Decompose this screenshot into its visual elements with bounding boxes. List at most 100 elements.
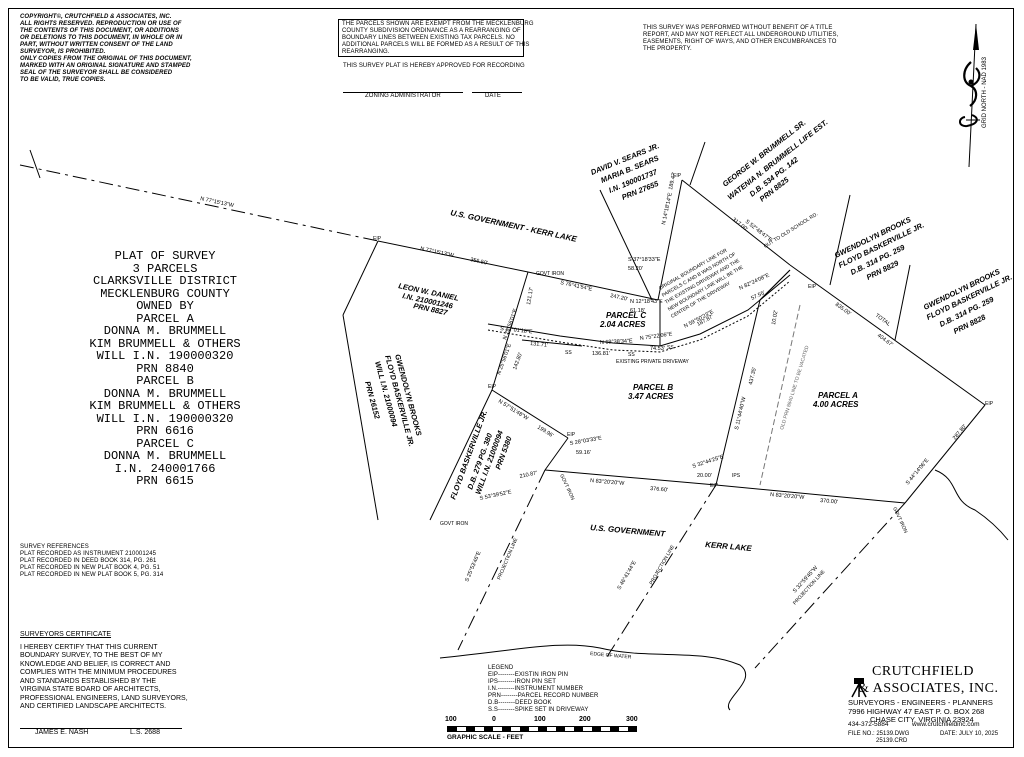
certificate-line: AND STANDARDS ESTABLISHED BY THE bbox=[20, 677, 157, 685]
file-numbers: FILE NO.: 25139.DWG 25139.CRD bbox=[848, 731, 909, 744]
distance-label: 59.16' bbox=[576, 450, 591, 456]
plat-title-line: DONNA M. BRUMMELL bbox=[103, 324, 227, 338]
survey-reference-item: PLAT RECORDED IN NEW PLAT BOOK 5, PG. 31… bbox=[20, 572, 164, 578]
parcel-a-area: 4.00 ACRES bbox=[812, 400, 859, 409]
distance-label: 247.20' bbox=[610, 293, 629, 303]
date-label: DATE: bbox=[940, 731, 958, 737]
firm-name: CRUTCHFIELD bbox=[872, 664, 974, 680]
plat-title-line: KIM BRUMMELL & OTHERS bbox=[89, 399, 241, 413]
plat-title-line: 3 PARCELS bbox=[132, 261, 198, 276]
old-line-label: OLD PRN 8840 LINE TO BE VACATED bbox=[779, 345, 810, 431]
exempt-note-line: REARRANGING. bbox=[342, 49, 390, 55]
bearing-label: N 77°15'13"W bbox=[420, 246, 456, 259]
north-arrow-icon bbox=[958, 22, 998, 172]
projection-line-label: PROJECTION LINE bbox=[649, 544, 677, 586]
bearing-label: N 75°22'06"E bbox=[639, 331, 673, 342]
bearing-label: S 25°53'46"E bbox=[464, 550, 482, 582]
bearing-label: S 72°01'18"E bbox=[500, 326, 533, 335]
survey-references: SURVEY REFERENCES PLAT RECORDED AS INSTR… bbox=[20, 544, 220, 579]
bearing-label: N 82°24'08"E bbox=[738, 272, 770, 291]
parcel-a-label: PARCEL A bbox=[818, 391, 858, 400]
ss-label: SS bbox=[565, 350, 572, 356]
projection-line-label: PROJECTION LINE bbox=[496, 537, 519, 581]
plat-title-line: CLARKSVILLE DISTRICT bbox=[92, 274, 238, 288]
bearing-label: N 12°18'43"E bbox=[630, 299, 663, 305]
bearing-label: S 37°18'33"E bbox=[628, 257, 661, 263]
eip-label: EIP bbox=[985, 401, 994, 407]
certificate-line: AND CERTIFIED LANDSCAPE ARCHITECTS. bbox=[20, 703, 167, 710]
bearing-label: N 69°38'34"E bbox=[600, 338, 633, 346]
kerr-lake-bottom-label-1: U.S. GOVERNMENT bbox=[590, 523, 667, 539]
legend-item: D.B--------DEED BOOK bbox=[488, 700, 552, 706]
scale-tick: 100 bbox=[534, 716, 546, 723]
govt-iron-label: GOVT IRON bbox=[440, 521, 468, 527]
copyright-line: SURVEYOR, IS PROHIBITED. bbox=[20, 49, 106, 55]
firm-website: www.crutchfieldinc.com bbox=[912, 721, 980, 728]
firm-city: CHASE CITY, VIRGINIA 23924 bbox=[870, 715, 974, 724]
plat-title-line: PRN 6615 bbox=[136, 474, 194, 488]
transit-logo-icon bbox=[848, 676, 870, 698]
parcel-c-area: 2.04 ACRES bbox=[599, 320, 646, 329]
copyright-line: PART, WITHOUT WRITTEN CONSENT OF THE LAN… bbox=[20, 42, 173, 48]
exempt-note-line: BOUNDARY LINES BETWEEN EXISTING TAX PARC… bbox=[342, 35, 515, 41]
adjoiner-baskerville: FLOYD BASKERVILLE JR. D.B. 279 PG. 380 W… bbox=[448, 409, 514, 501]
graphic-scale-label: GRAPHIC SCALE - FEET bbox=[447, 734, 524, 741]
distance-label: 57.55' bbox=[750, 290, 766, 302]
copyright-line: THE CONTENTS OF THIS DOCUMENT, OR ADDITI… bbox=[20, 28, 179, 34]
certificate-line: BOUNDARY SURVEY, TO THE BEST OF MY bbox=[20, 652, 163, 659]
edge-of-water-label: EDGE OF WATER bbox=[590, 651, 632, 661]
title-report-note: THIS SURVEY WAS PERFORMED WITHOUT BENEFI… bbox=[643, 25, 863, 53]
distance-label: 287.80' bbox=[952, 424, 968, 442]
bearing-label: N 25°56'01"E bbox=[502, 308, 519, 341]
plat-title-line: PARCEL C bbox=[136, 436, 194, 451]
survey-reference-item: PLAT RECORDED IN NEW PLAT BOOK 4, PG. 51 bbox=[20, 565, 160, 571]
copyright-line: ONLY COPIES FROM THE ORIGINAL OF THIS DO… bbox=[20, 56, 192, 62]
bearing-label: S 28°03'33"E bbox=[569, 435, 602, 447]
legend: LEGEND EIP--------EXISTIN IRON PIN IPS--… bbox=[488, 665, 628, 714]
survey-reference-item: PLAT RECORDED AS INSTRUMENT 210001245 bbox=[20, 551, 157, 557]
plat-title-block: PLAT OF SURVEY 3 PARCELS CLARKSVILLE DIS… bbox=[60, 250, 270, 488]
plat-title-line: OWNED BY bbox=[136, 299, 194, 313]
copyright-line: ALL RIGHTS RESERVED. REPRODUCTION OR USE… bbox=[20, 21, 182, 27]
scale-tick: 0 bbox=[492, 716, 496, 723]
copyright-line: MARKED WITH AN ORIGINAL SIGNATURE AND ST… bbox=[20, 63, 191, 69]
adjoiner-brummell-sr: GEORGE W. BRUMMELL SR. WATENIA N. BRUMME… bbox=[721, 118, 830, 204]
distance-label: 317.00' bbox=[731, 217, 749, 233]
kerr-lake-bottom-label-2: KERR LAKE bbox=[705, 540, 753, 553]
note-line: EASEMENTS, RIGHT OF WAYS, AND OTHER ENCU… bbox=[643, 39, 837, 45]
adjoiner-line: PRN 26152 bbox=[363, 380, 382, 421]
date-signature-line bbox=[472, 92, 522, 93]
parcel-b-label: PARCEL B bbox=[633, 383, 673, 392]
certificate-line: PROFESSIONAL ENGINEERS, LAND SURVEYORS, bbox=[20, 694, 188, 702]
distance-label: 835.00' bbox=[834, 302, 852, 317]
legend-heading: LEGEND bbox=[488, 665, 514, 671]
legend-item: PRN--------PARCEL RECORD NUMBER bbox=[488, 693, 599, 699]
govt-iron-label: GOVT IRON bbox=[558, 473, 575, 501]
exempt-note-line: THE PARCELS SHOWN ARE EXEMPT FROM THE ME… bbox=[342, 21, 534, 27]
adjoiner-daniel: LEON W. DANIEL I.N. 210001246 PRN 8827 bbox=[398, 281, 460, 317]
graphic-scale-bar bbox=[447, 726, 637, 732]
plat-title-line: PRN 6616 bbox=[136, 424, 194, 438]
legend-item: IPS--------IRON PIN SET bbox=[488, 679, 556, 685]
ips-label: IPS bbox=[732, 473, 741, 479]
plat-title-line: PLAT OF SURVEY bbox=[114, 249, 216, 263]
firm-name-2: & ASSOCIATES, INC. bbox=[858, 681, 998, 697]
govt-iron-label: GOVT IRON bbox=[536, 271, 564, 277]
plat-title-line: PARCEL B bbox=[136, 374, 194, 388]
plat-title-line: I.N. 240001766 bbox=[114, 461, 216, 476]
distance-label: 370.00' bbox=[820, 498, 838, 506]
note-line: THE PROPERTY. bbox=[643, 46, 692, 52]
distance-label: 404.67' bbox=[876, 333, 894, 348]
copyright-notice: COPYRIGHT©, CRUTCHFIELD & ASSOCIATES, IN… bbox=[20, 14, 200, 84]
plat-title-line: WILL I.N. 190000320 bbox=[96, 411, 234, 426]
certificate-signature-line bbox=[20, 728, 182, 729]
old-school-road-label: OUT TO OLD SCHOOL RD. bbox=[763, 211, 819, 249]
scale-tick: 100 bbox=[445, 716, 457, 723]
firm-services: SURVEYORS - ENGINEERS - PLANNERS bbox=[848, 698, 993, 707]
bearing-label: S 44°14'06"E bbox=[905, 457, 931, 486]
plat-title-line: DONNA M. BRUMMELL bbox=[103, 386, 227, 401]
eip-label: EIP bbox=[673, 173, 682, 179]
plat-title-line: WILL I.N. 190000320 bbox=[96, 349, 234, 363]
survey-references-heading: SURVEY REFERENCES bbox=[20, 544, 89, 550]
